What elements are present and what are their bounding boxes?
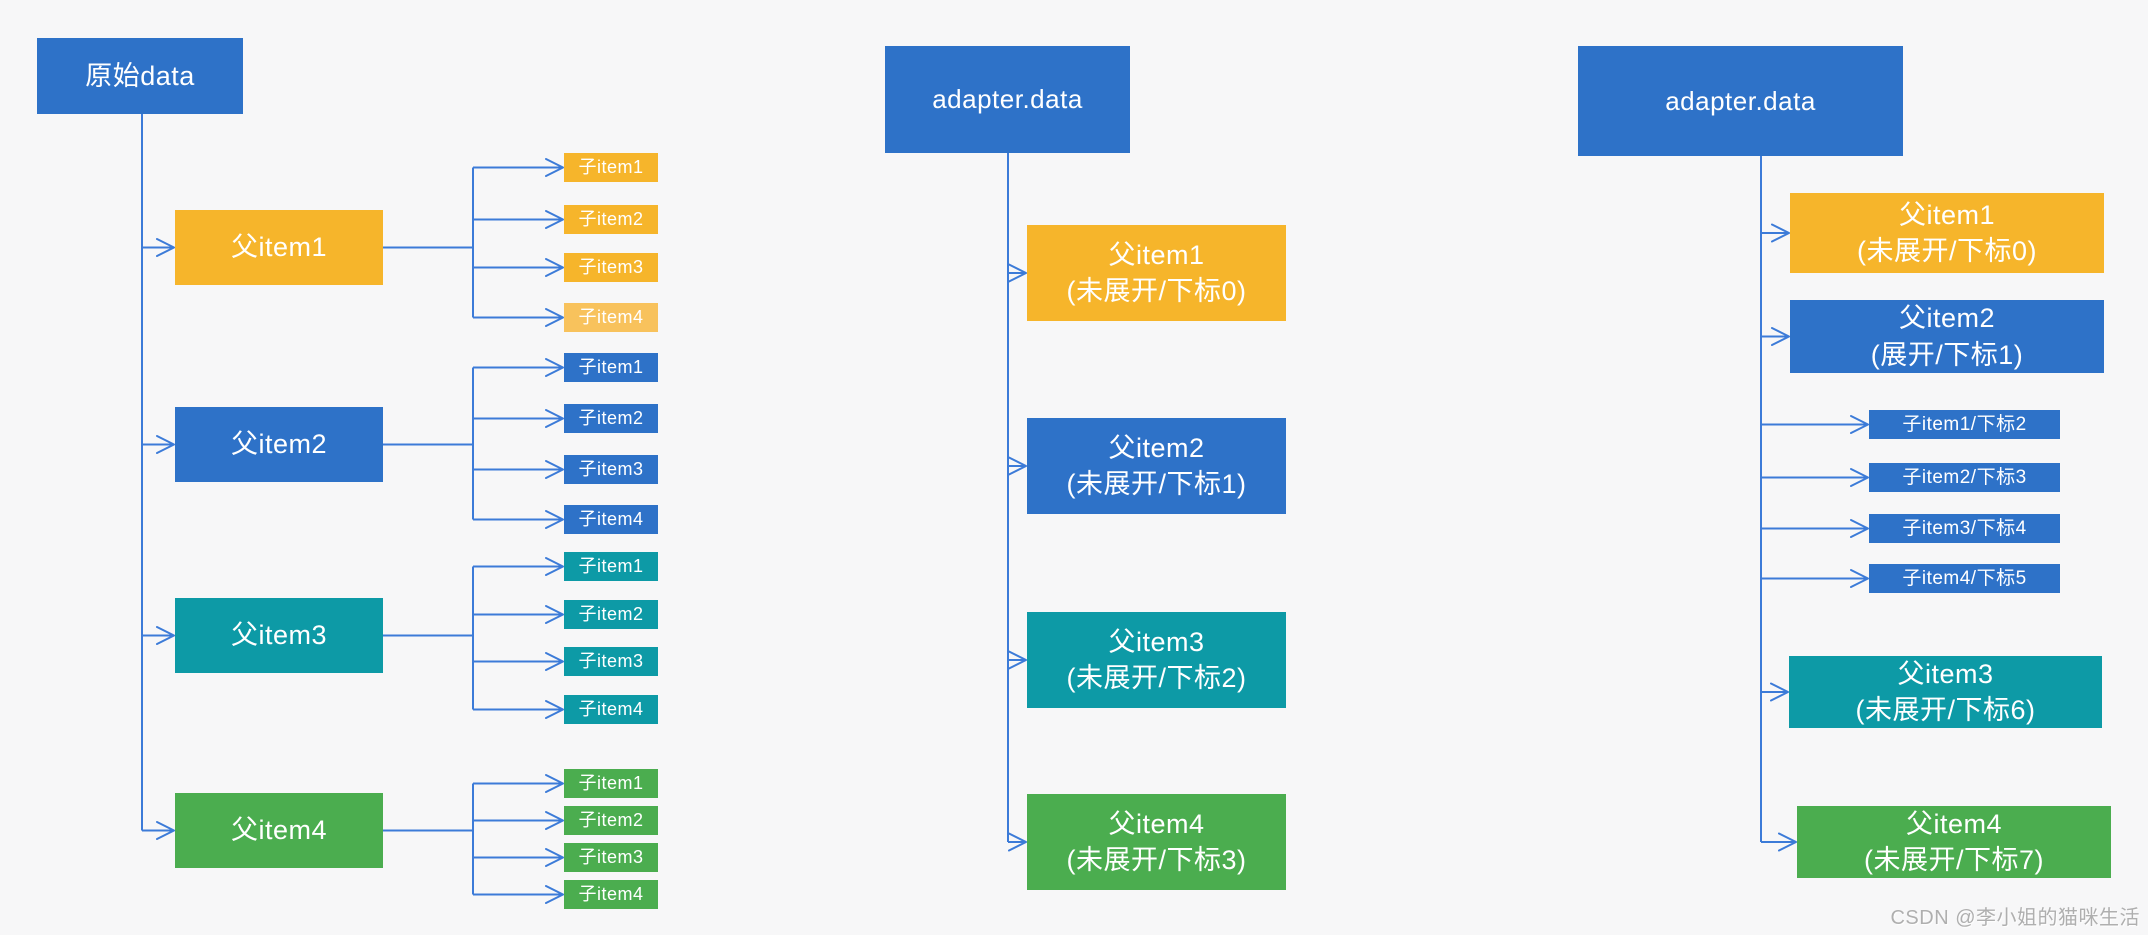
left-parent-2-child-2-label: 子item2 [578,408,644,429]
middle-parent-4-label: 父item4 [1108,808,1205,839]
left-parent-4-child-2-label: 子item2 [578,810,644,831]
middle-tree-root-label: adapter.data [932,84,1083,115]
right-parent-2-child-2-label: 子item2/下标3 [1902,466,2027,488]
right-parent-2-child-4-label: 子item4/下标5 [1902,567,2027,589]
left-parent-1-label: 父item1 [230,232,328,263]
left-parent-4-child-2: 子item2 [564,806,658,835]
middle-parent-4: 父item4 (未展开/下标3) [1027,794,1286,890]
left-parent-1-child-2: 子item2 [564,205,658,234]
left-parent-2-child-3-label: 子item3 [578,459,644,480]
left-parent-3-child-4: 子item4 [564,695,658,724]
right-parent-4-label: (未展开/下标7) [1864,845,2044,875]
left-parent-1-child-1: 子item1 [564,153,658,182]
right-parent-2-child-1-label: 子item1/下标2 [1902,413,2027,435]
left-parent-4-child-1-label: 子item1 [578,773,644,794]
middle-tree-root: adapter.data [885,46,1130,153]
right-tree-root-label: adapter.data [1665,85,1816,116]
left-parent-3-child-2: 子item2 [564,600,658,629]
left-parent-2-child-1-label: 子item1 [578,357,644,378]
right-parent-2-child-3: 子item3/下标4 [1869,514,2060,543]
left-parent-2-child-4: 子item4 [564,505,658,534]
left-parent-4-child-1: 子item1 [564,769,658,798]
right-parent-1: 父item1 (未展开/下标0) [1790,193,2104,273]
middle-parent-1-label: 父item1 [1108,239,1205,270]
left-parent-3-child-2-label: 子item2 [578,604,644,625]
right-parent-2-child-4: 子item4/下标5 [1869,564,2060,593]
left-parent-3-child-4-label: 子item4 [578,699,644,720]
left-parent-4-child-4-label: 子item4 [578,884,644,905]
left-parent-3-child-1: 子item1 [564,552,658,581]
right-parent-4-label: 父item4 [1905,808,2003,839]
left-tree-root: 原始data [37,38,243,114]
left-parent-4-child-4: 子item4 [564,880,658,909]
right-tree-root: adapter.data [1578,46,1903,156]
right-parent-2-label: 父item2 [1898,303,1996,334]
middle-parent-1: 父item1 (未展开/下标0) [1027,225,1286,321]
left-parent-3-child-3: 子item3 [564,647,658,676]
left-parent-4: 父item4 [175,793,383,868]
middle-parent-1-label: (未展开/下标0) [1066,276,1247,306]
middle-parent-2: 父item2 (未展开/下标1) [1027,418,1286,514]
left-parent-2-child-3: 子item3 [564,455,658,484]
right-parent-3: 父item3 (未展开/下标6) [1789,656,2102,728]
middle-parent-3: 父item3 (未展开/下标2) [1027,612,1286,708]
left-parent-2-label: 父item2 [230,429,328,460]
middle-parent-3-label: (未展开/下标2) [1066,663,1247,693]
left-parent-1-child-4: 子item4 [564,303,658,332]
left-parent-4-child-3-label: 子item3 [578,847,644,868]
right-parent-3-label: (未展开/下标6) [1855,695,2036,725]
left-parent-1-child-4-label: 子item4 [578,307,644,328]
right-parent-3-label: 父item3 [1897,658,1994,689]
middle-parent-2-label: (未展开/下标1) [1066,469,1247,499]
left-parent-2-child-1: 子item1 [564,353,658,382]
right-parent-2-child-3-label: 子item3/下标4 [1902,517,2027,539]
middle-parent-4-label: (未展开/下标3) [1066,845,1247,875]
left-parent-4-child-3: 子item3 [564,843,658,872]
left-parent-2-child-2: 子item2 [564,404,658,433]
right-parent-1-label: (未展开/下标0) [1857,236,2037,266]
middle-parent-2-label: 父item2 [1108,432,1205,463]
left-parent-4-label: 父item4 [230,815,328,846]
left-parent-2-child-4-label: 子item4 [578,509,644,530]
left-parent-1-child-3-label: 子item3 [578,257,644,278]
right-parent-2-child-2: 子item2/下标3 [1869,463,2060,492]
left-tree-root-label: 原始data [85,60,195,91]
left-parent-3-child-1-label: 子item1 [578,556,644,577]
right-parent-2: 父item2 (展开/下标1) [1790,300,2104,373]
right-parent-1-label: 父item1 [1898,199,1996,230]
right-parent-4: 父item4 (未展开/下标7) [1797,806,2111,878]
left-parent-2: 父item2 [175,407,383,482]
left-parent-1-child-2-label: 子item2 [578,209,644,230]
right-parent-2-label: (展开/下标1) [1870,339,2024,370]
left-parent-3: 父item3 [175,598,383,673]
left-parent-1: 父item1 [175,210,383,285]
left-parent-3-label: 父item3 [230,620,328,651]
right-parent-2-child-1: 子item1/下标2 [1869,410,2060,439]
left-parent-3-child-3-label: 子item3 [578,651,644,672]
middle-parent-3-label: 父item3 [1108,626,1205,657]
left-parent-1-child-3: 子item3 [564,253,658,282]
watermark-text: CSDN @李小姐的猫咪生活 [1890,907,2140,929]
left-parent-1-child-1-label: 子item1 [578,157,644,178]
